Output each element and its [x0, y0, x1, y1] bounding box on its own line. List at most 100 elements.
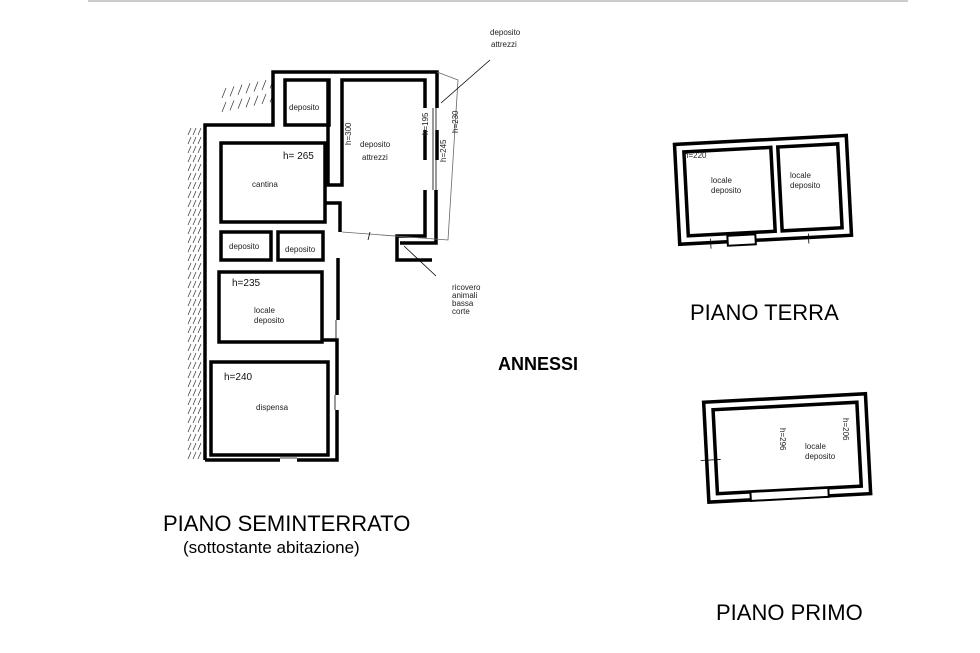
hatch-line [192, 352, 197, 361]
hatch-line [187, 307, 192, 316]
hatch-line [187, 127, 192, 136]
hatch-line [229, 86, 235, 97]
hatch-line [192, 298, 197, 307]
hatch-line [192, 262, 197, 271]
hatch-line [197, 289, 202, 298]
hatch-line [197, 307, 202, 316]
hatch-line [197, 442, 202, 451]
hatch-line [187, 325, 192, 334]
hatch-line [192, 271, 197, 280]
plan-piano-terra [672, 133, 854, 249]
hatch-line [197, 370, 202, 379]
hatch-line [245, 97, 251, 108]
hatch-line [197, 343, 202, 352]
hatch-line [197, 181, 202, 190]
callout-text: corte [452, 307, 470, 316]
outer-wall-east-2 [322, 338, 339, 395]
hatch-line [197, 388, 202, 397]
hatch-line [197, 136, 202, 145]
hatch-line [187, 370, 192, 379]
hatch-line [197, 163, 202, 172]
hatch-line [187, 199, 192, 208]
hatch-line [187, 172, 192, 181]
room-label: deposito [711, 186, 742, 195]
plan-piano-primo [700, 391, 873, 504]
room-label: deposito [790, 181, 821, 190]
hatch-line [197, 406, 202, 415]
height-label: h=296 [778, 428, 787, 451]
hatch-line [192, 307, 197, 316]
hatch-line [245, 83, 251, 94]
title-annessi: ANNESSI [498, 354, 578, 374]
hatch-line [253, 95, 259, 106]
room-dispensa [209, 360, 330, 457]
room-label: deposito [360, 140, 391, 149]
outer-wall [203, 70, 439, 460]
height-label: h=195 [421, 112, 430, 135]
hatch-line [197, 253, 202, 262]
room-deposito-b [276, 230, 325, 262]
callout-text: ricovero [452, 283, 481, 292]
hatch-line [187, 262, 192, 271]
title-piano-terra: PIANO TERRA [690, 300, 839, 325]
outer-deposito-outline [341, 71, 459, 241]
room-cantina [219, 141, 327, 224]
callout-text: bassa [452, 299, 474, 308]
height-label: h=300 [344, 122, 353, 145]
height-label: h=230 [451, 110, 460, 133]
hatch-line [197, 325, 202, 334]
hatch-line [192, 190, 197, 199]
hatch-line [192, 433, 197, 442]
height-label: h=235 [232, 278, 261, 289]
hatch-line [221, 101, 227, 113]
hatch-line [192, 397, 197, 406]
room-label: locale [805, 442, 826, 451]
hatch-line [187, 136, 192, 145]
hatch-line [197, 280, 202, 289]
hatch-line [197, 208, 202, 217]
hatch-line [187, 343, 192, 352]
title-piano-seminterrato: PIANO SEMINTERRATO [163, 511, 410, 536]
hatch-line [187, 226, 192, 235]
hatch-line [192, 163, 197, 172]
hatch-line [187, 433, 192, 442]
room-label: dispensa [256, 403, 289, 412]
hatch-line [197, 433, 202, 442]
hatch-line [192, 379, 197, 388]
room-locale-deposito-1 [682, 145, 778, 238]
hatch-line [192, 217, 197, 226]
hatch-line [197, 226, 202, 235]
wall-cantina-east [325, 201, 342, 232]
hatch-line [187, 352, 192, 361]
hatch-line [187, 271, 192, 280]
hatch-line [187, 181, 192, 190]
hatch-line [192, 127, 197, 136]
hatch-line [187, 415, 192, 424]
outer-wall-east-lower [400, 190, 438, 245]
wall-attrezzi-south [395, 190, 432, 262]
hatch-line [187, 397, 192, 406]
hatch-line [192, 442, 197, 451]
title-piano-primo: PIANO PRIMO [716, 600, 863, 625]
room-label: deposito [805, 452, 836, 461]
hatch-line [187, 298, 192, 307]
hatch-line [192, 181, 197, 190]
hatch-line [187, 379, 192, 388]
hatch-line [192, 226, 197, 235]
outer-wall [672, 133, 854, 247]
hatch-line [187, 289, 192, 298]
hatch-line [187, 424, 192, 433]
hatch-line [192, 370, 197, 379]
hatch-line [192, 424, 197, 433]
room-label: deposito [289, 103, 320, 112]
hatch-line [187, 361, 192, 370]
hatch-line [192, 415, 197, 424]
hatch-line [187, 280, 192, 289]
callout-text: animali [452, 291, 478, 300]
callout-line-ricovero [403, 245, 437, 277]
hatch-line [187, 316, 192, 325]
hatch-line [197, 244, 202, 253]
hatch-line [192, 406, 197, 415]
hatch-line [192, 244, 197, 253]
